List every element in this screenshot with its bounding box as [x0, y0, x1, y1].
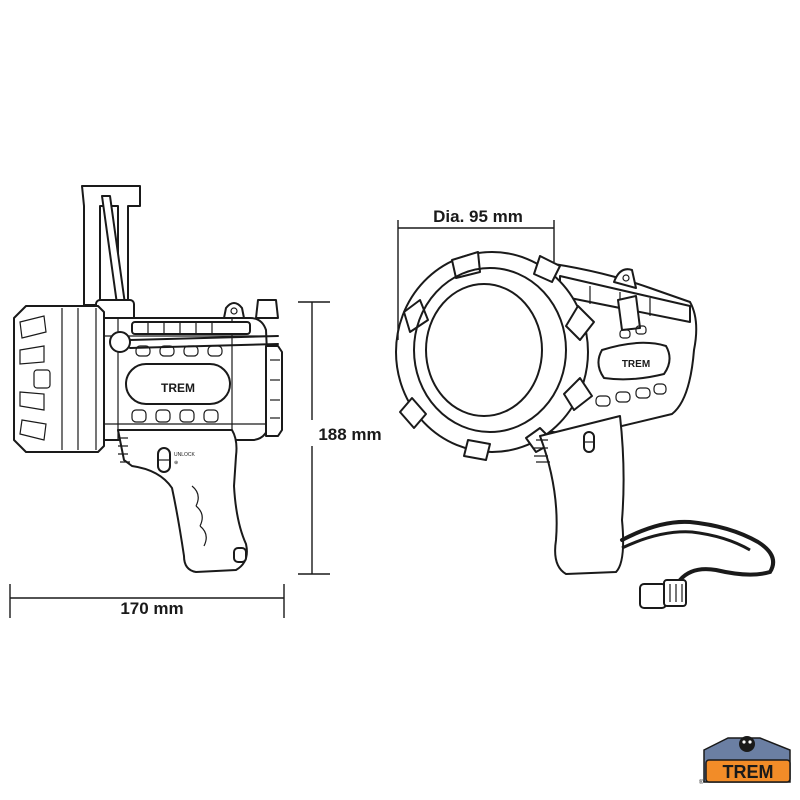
- main-body: TREM: [103, 299, 279, 441]
- front-lens-ring: [13, 305, 105, 453]
- registered-mark: ®: [699, 779, 704, 786]
- pistol-grip: UNLOCK ⊕: [117, 429, 248, 573]
- perspective-view-spotlight: TREM: [395, 251, 775, 609]
- height-dimension: 188 mm: [298, 301, 392, 575]
- side-badge-text: TREM: [161, 381, 195, 395]
- unlock-label: UNLOCK: [174, 452, 196, 458]
- width-label: 170 mm: [120, 599, 183, 618]
- brand-logo-text: TREM: [723, 762, 774, 782]
- diameter-dimension: Dia. 95 mm: [397, 207, 555, 340]
- rear-cap: [265, 345, 283, 437]
- width-dimension: 170 mm: [9, 584, 285, 618]
- power-cord: [620, 519, 775, 609]
- diameter-label: Dia. 95 mm: [433, 207, 523, 226]
- switch-symbol-icon: ⊕: [174, 460, 178, 466]
- perspective-badge-text: TREM: [622, 359, 650, 370]
- perspective-grip: [534, 415, 625, 575]
- trem-brand-logo: TREM ®: [699, 736, 791, 786]
- side-view-spotlight: TREM UNL: [13, 185, 283, 573]
- perspective-lens-ring: [395, 251, 595, 461]
- height-label: 188 mm: [318, 425, 381, 444]
- plug-connector: [639, 583, 667, 609]
